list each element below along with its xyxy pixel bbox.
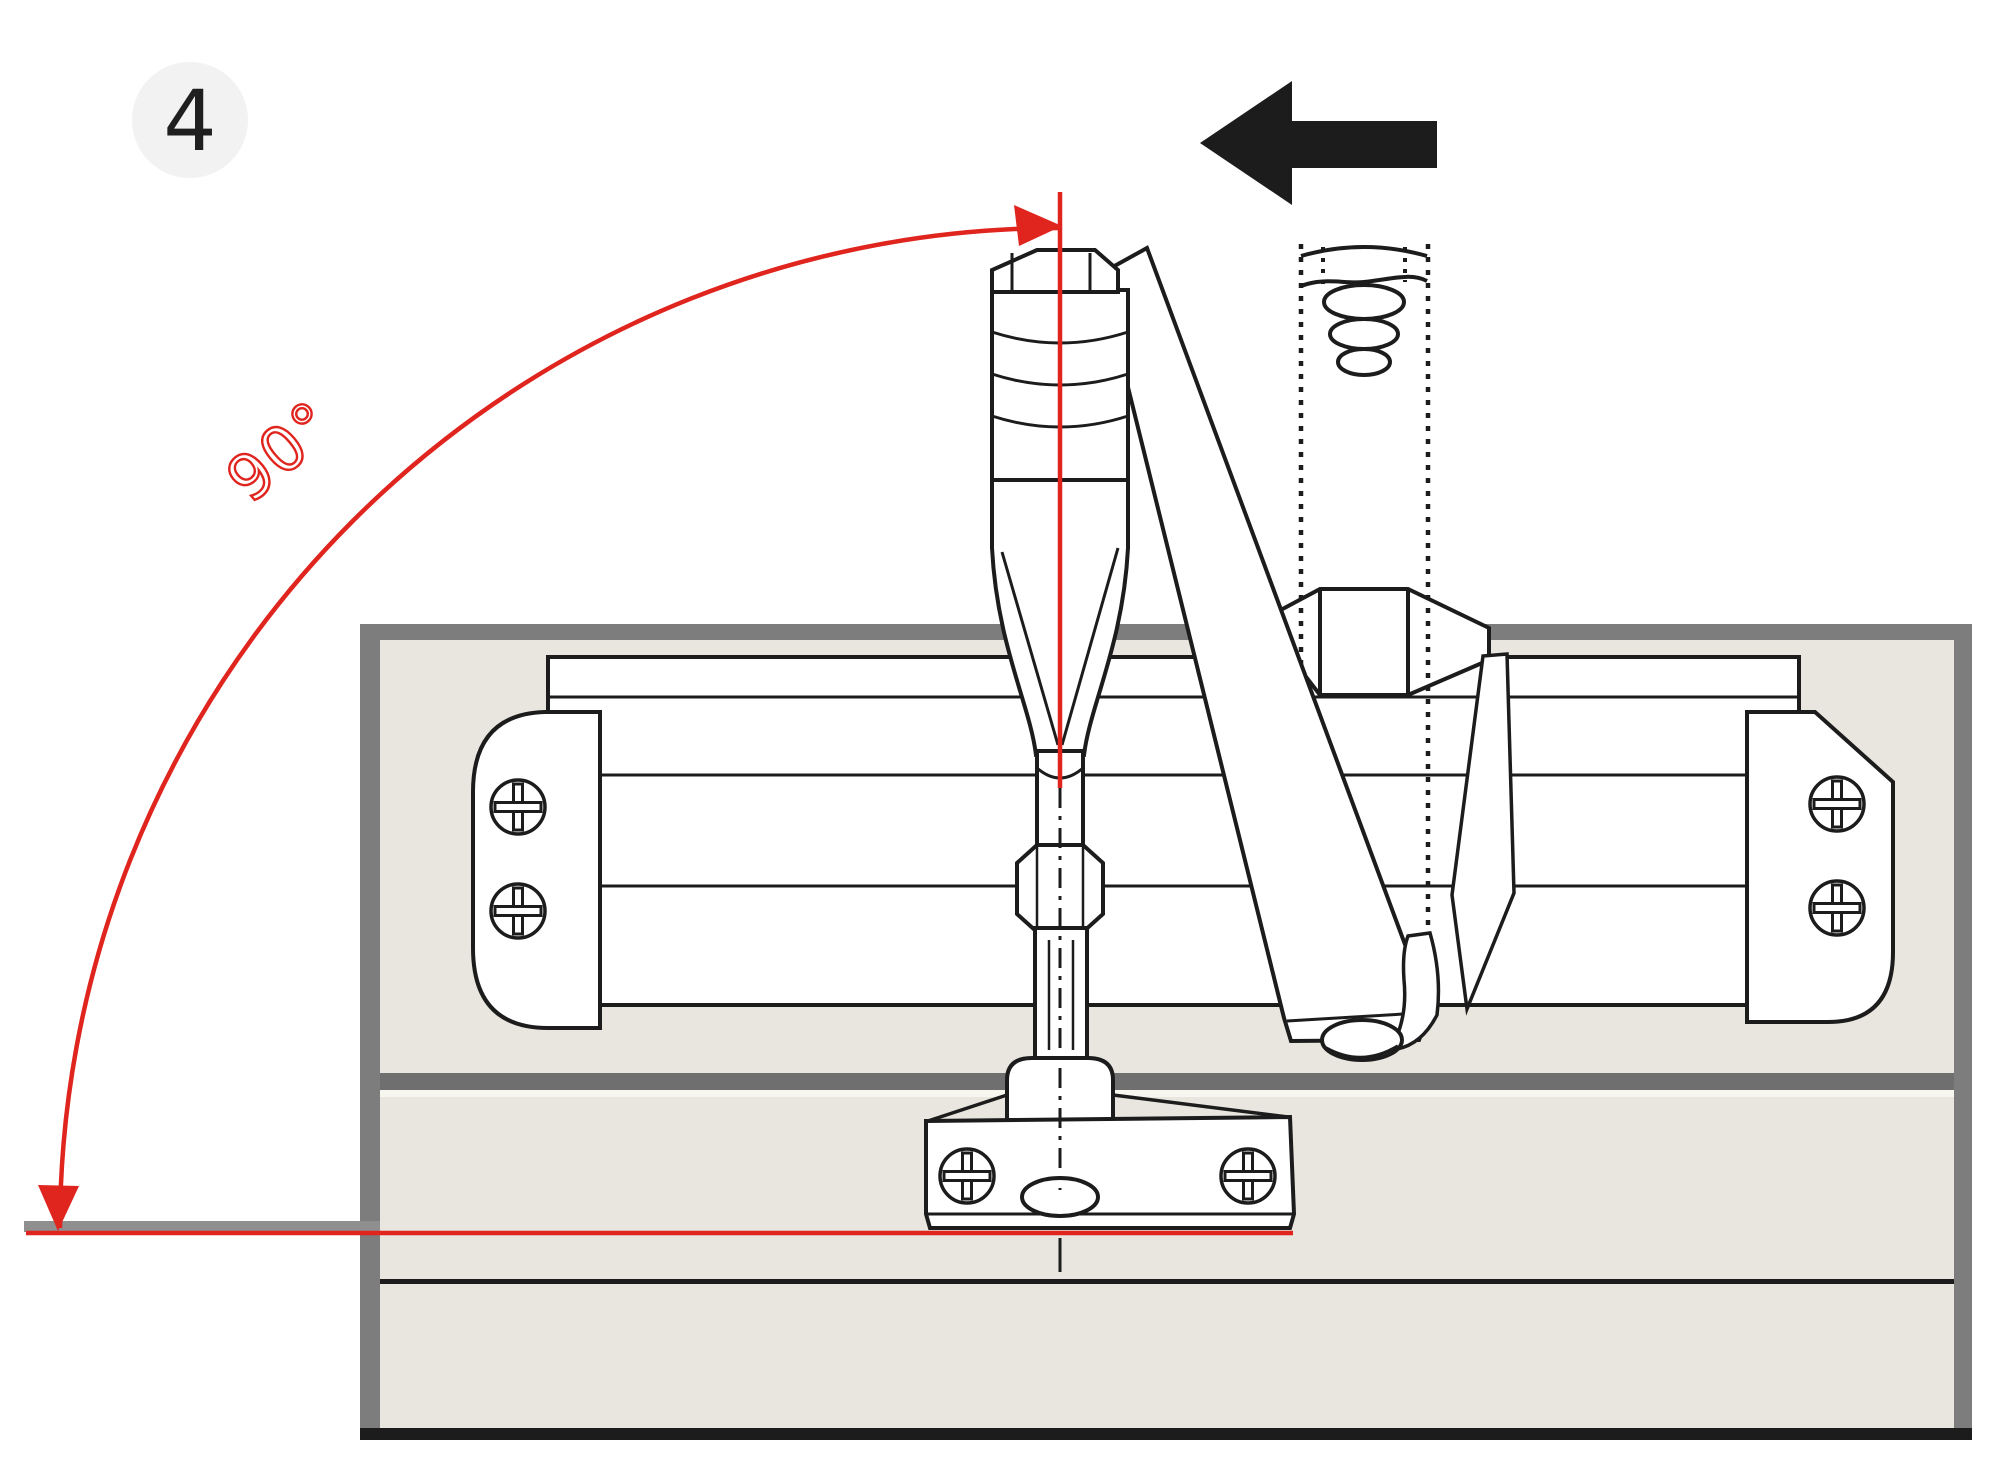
step-badge: 4	[132, 62, 248, 178]
closer-body-shell	[546, 655, 1801, 1007]
phillips-screw	[938, 1147, 996, 1205]
spindle-top-edge	[1300, 245, 1428, 258]
door-mid-line	[380, 1279, 1954, 1284]
foot-ridge	[1112, 1093, 1289, 1119]
left-end-cap	[471, 710, 602, 1030]
foot-slot	[1020, 1176, 1100, 1218]
closer-body	[546, 655, 1801, 1007]
pivot-bolt-head	[1320, 1018, 1404, 1062]
phillips-screw	[1808, 879, 1866, 937]
baseline-gray-bar	[24, 1221, 380, 1232]
rotation-arc	[57, 225, 1061, 1229]
door-groove	[380, 1073, 1954, 1090]
cone-inner-edge	[1060, 547, 1120, 746]
pinion-dome	[1328, 317, 1400, 351]
arc-arrowhead-bottom	[38, 1185, 79, 1231]
door-groove-highlight	[380, 1090, 1954, 1097]
cone-inner-edge	[1000, 551, 1060, 746]
direction-arrow-left-icon	[1200, 81, 1437, 205]
arc-arrowhead-top	[1014, 205, 1062, 246]
spindle-phantom	[1298, 244, 1431, 988]
step-badge-circle	[132, 62, 248, 178]
phillips-screw	[489, 882, 547, 940]
foot-ridge	[927, 1093, 1008, 1123]
pinion-boss	[1258, 587, 1491, 697]
phillips-screw	[1219, 1147, 1277, 1205]
left-end-cap-outline	[471, 710, 602, 1030]
arm-top-hex	[990, 248, 1120, 294]
slide-arm-wing	[1450, 652, 1516, 1016]
pinion-dome	[1322, 283, 1406, 321]
phillips-screw	[489, 778, 547, 836]
spindle-nut-edge	[1300, 274, 1428, 288]
pivot-bolt-lip	[1325, 1044, 1399, 1060]
door-bottom-edge	[360, 1428, 1972, 1440]
slide-arm	[1097, 245, 1516, 1062]
right-end-cap	[1745, 710, 1895, 1024]
foot-hub	[1005, 1056, 1115, 1122]
angle-label: 90°	[213, 386, 349, 516]
slide-arm-bottom-face	[1286, 1011, 1422, 1023]
step-number: 4	[163, 72, 216, 170]
phillips-screw	[1808, 775, 1866, 833]
pinion-dome	[1336, 347, 1392, 377]
foot-bracket	[924, 1093, 1297, 1230]
